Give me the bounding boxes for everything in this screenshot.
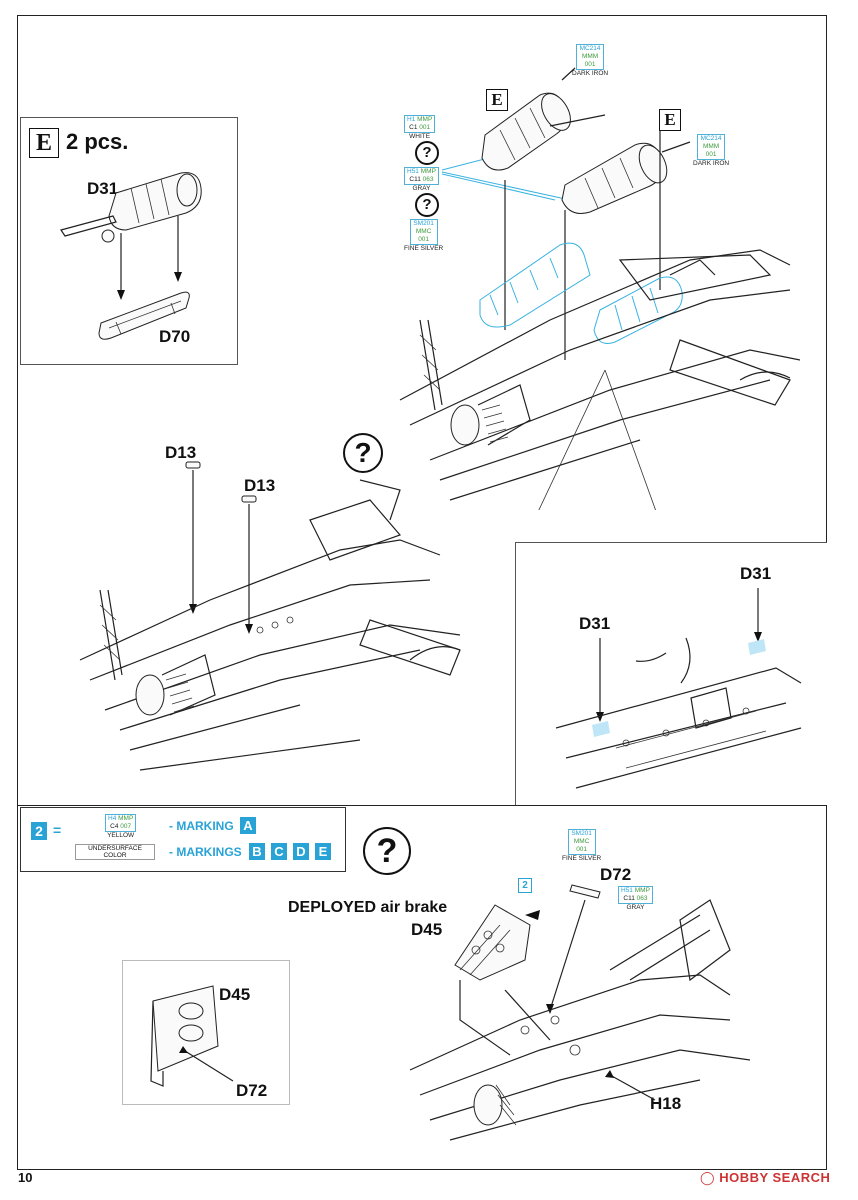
deployed-air-brake-label: DEPLOYED air brake <box>288 899 448 916</box>
marking-letter-a: A <box>240 817 256 834</box>
marking-letter-b: B <box>249 843 265 860</box>
fuselage-mid-drawing <box>79 461 461 771</box>
part-label-d31: D31 <box>87 179 119 198</box>
e-label-2: E <box>659 109 681 131</box>
marking-letter-e: E <box>315 843 331 860</box>
step-number-badge: 2 <box>31 822 47 840</box>
inset-label-d45: D45 <box>219 985 251 1004</box>
airbrake-inset: D45 D72 <box>122 960 290 1105</box>
airbrake-drawing <box>409 884 751 1141</box>
part-label-h18: H18 <box>650 1094 682 1113</box>
question-mark-icon: ? <box>343 433 383 473</box>
undersurface-color-label: UNDERSURFACE COLOR <box>75 844 155 860</box>
step-ref-badge: 2 <box>518 878 532 893</box>
part-label-d70: D70 <box>159 327 191 346</box>
part-label-d13: D13 <box>165 443 197 462</box>
part-label-d72: D72 <box>600 865 632 884</box>
question-mark-icon: ? <box>415 141 439 165</box>
part-label-d13: D13 <box>244 476 276 495</box>
box-e-panel: E 2 pcs. D31 D70 <box>20 117 238 365</box>
page-number: 10 <box>18 1170 33 1185</box>
part-label-d45: D45 <box>411 920 443 939</box>
question-mark-icon: ? <box>363 827 411 875</box>
fuselage-top-drawing <box>399 67 801 510</box>
e-label-1: E <box>486 89 508 111</box>
markings-label: - MARKINGS <box>169 845 242 859</box>
section-divider <box>17 805 827 806</box>
marking-label: - MARKING <box>169 819 234 833</box>
detail-inset: D31 D31 <box>515 542 827 805</box>
oxygen-bottle-drawing <box>60 172 202 340</box>
box-e-letter: E <box>29 128 59 158</box>
marking-letter-c: C <box>271 843 287 860</box>
question-mark-icon: ? <box>415 193 439 217</box>
part-label-d31-left: D31 <box>579 614 611 633</box>
box-e-count: 2 pcs. <box>66 129 129 154</box>
watermark-logo-icon: ◯ <box>700 1170 716 1185</box>
inset-label-d72: D72 <box>236 1081 268 1100</box>
watermark: ◯ HOBBY SEARCH <box>700 1170 831 1185</box>
marking-letter-d: D <box>293 843 309 860</box>
part-label-d31-right: D31 <box>740 564 772 583</box>
legend-equals: = <box>53 822 62 838</box>
